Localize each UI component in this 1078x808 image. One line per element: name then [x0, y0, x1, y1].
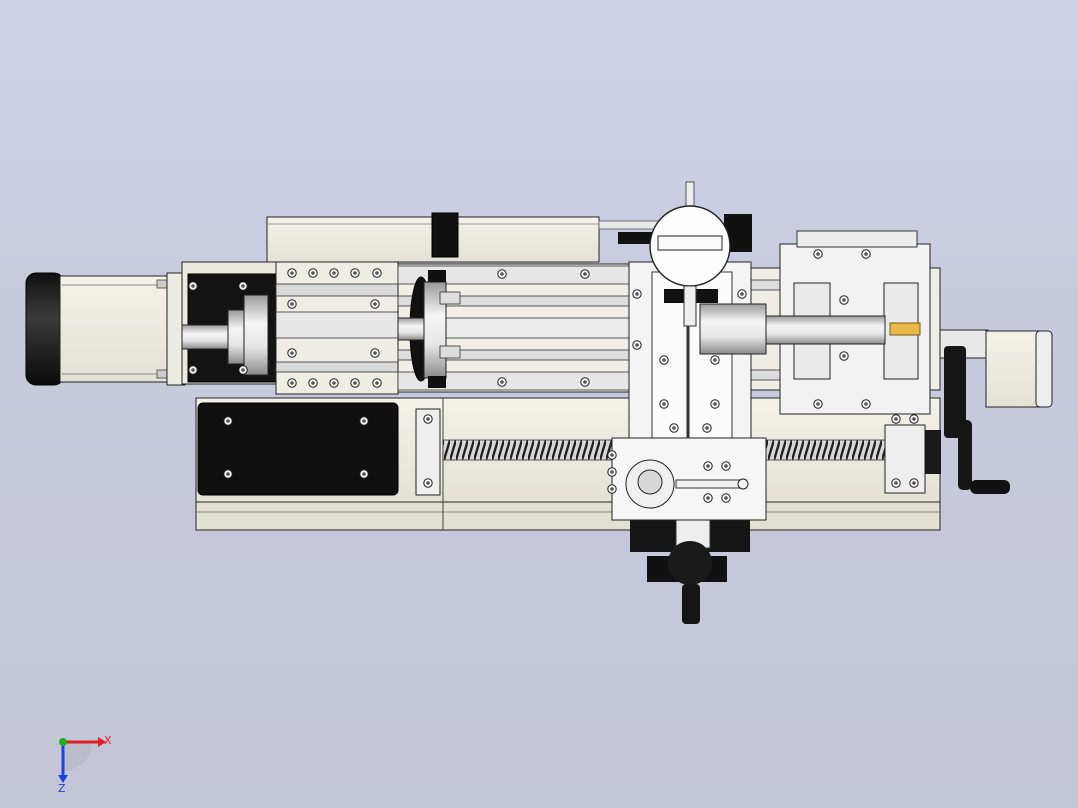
spindle-rail-block: [275, 261, 399, 395]
dial-indicator: [649, 181, 731, 327]
tailstock: [754, 230, 931, 415]
rear-housing: [266, 212, 660, 263]
triad-shading: [63, 742, 92, 771]
cross-slide: [607, 303, 767, 624]
feed-motor: [939, 329, 1053, 494]
z-axis-label: Z: [58, 782, 66, 795]
three-jaw-chuck: [397, 270, 461, 388]
headstock: [181, 261, 281, 385]
orientation-triad[interactable]: X Z: [58, 734, 112, 795]
lower-bed: [195, 397, 941, 531]
y-axis-dot: [59, 738, 67, 746]
x-axis-label: X: [104, 734, 112, 747]
spindle-motor: [25, 272, 186, 386]
